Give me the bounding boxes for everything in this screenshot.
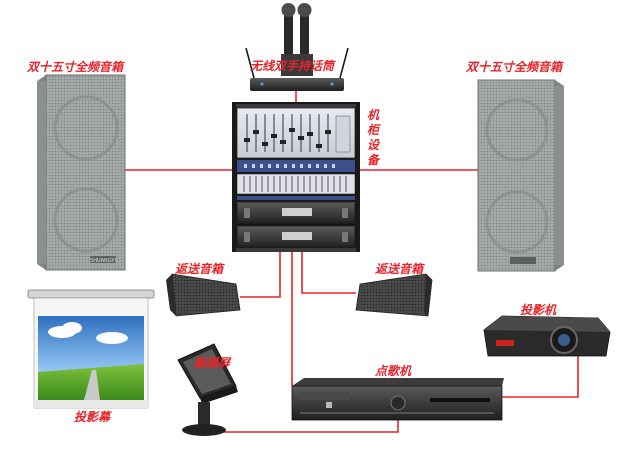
left-speaker-label: 双十五寸全频音箱 — [27, 60, 124, 74]
karaoke-player — [291, 378, 504, 421]
karaoke-player-label: 点歌机 — [375, 364, 412, 378]
touch-screen-label: 触摸屏 — [194, 356, 231, 370]
left-monitor-speaker — [166, 273, 241, 317]
wireless-microphone — [245, 3, 349, 91]
microphone-label: 无线双手持话筒 — [250, 59, 335, 73]
right-monitor-label: 返送音箱 — [375, 262, 424, 276]
right-speaker-label: 双十五寸全频音箱 — [466, 60, 563, 74]
speaker-logo: SHUANGYI — [90, 258, 116, 264]
left-speaker: SHUANGYI — [37, 74, 126, 271]
cables — [124, 80, 579, 433]
projection-screen-label: 投影幕 — [74, 410, 111, 424]
projector-label: 投影机 — [520, 303, 557, 317]
cable-rack-to-right-monitor — [301, 252, 356, 294]
equipment-rack — [232, 102, 360, 252]
cable-karaoke-to-projector — [502, 356, 579, 398]
left-monitor-label: 返送音箱 — [175, 262, 224, 276]
right-speaker — [477, 79, 564, 272]
touch-screen — [177, 343, 238, 436]
projector — [483, 315, 611, 357]
rack-label: 机柜设备 — [366, 108, 379, 167]
right-monitor-speaker — [355, 273, 433, 317]
cable-rack-to-left-monitor — [240, 252, 281, 298]
projection-screen — [27, 289, 155, 409]
